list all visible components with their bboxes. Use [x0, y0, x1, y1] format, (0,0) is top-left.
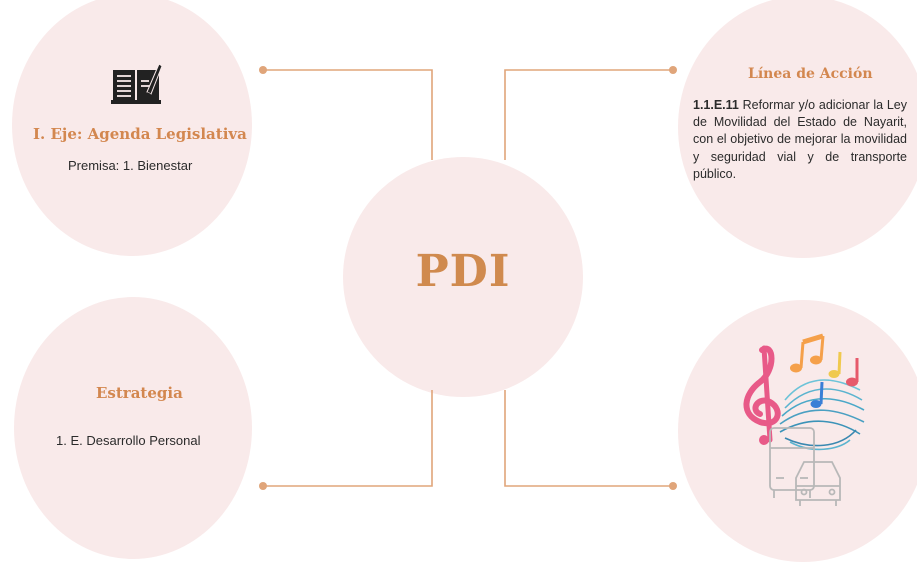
linea-accion-text: Reformar y/o adicionar la Ley de Movilid…	[693, 98, 907, 181]
connector-lines	[259, 66, 677, 490]
pdi-center-circle	[343, 157, 583, 397]
eje-circle	[12, 0, 252, 256]
eje-premise: Premisa: 1. Bienestar	[68, 158, 193, 173]
eje-title: I. Eje: Agenda Legislativa	[33, 125, 247, 143]
connector-dot	[259, 482, 267, 490]
linea-accion-code: 1.1.E.11	[693, 98, 739, 112]
connector-top-right	[504, 69, 673, 160]
linea-accion-circle	[678, 0, 917, 258]
connector-top-left	[263, 69, 433, 160]
music-notes-and-vehicles-icon	[743, 333, 865, 506]
illustration-circle	[678, 300, 917, 562]
linea-accion-paragraph: 1.1.E.11 Reformar y/o adicionar la Ley d…	[693, 97, 907, 183]
book-writing-icon	[111, 63, 163, 104]
estrategia-value: 1. E. Desarrollo Personal	[56, 433, 201, 448]
pdi-label: PDI	[415, 246, 511, 297]
connector-bottom-right	[504, 390, 673, 487]
linea-accion-title: Línea de Acción	[748, 66, 873, 82]
connector-dot	[669, 482, 677, 490]
estrategia-circle	[14, 297, 252, 559]
estrategia-title: Estrategia	[96, 384, 183, 402]
connector-bottom-left	[263, 390, 433, 487]
connector-dot	[669, 66, 677, 74]
connector-dot	[259, 66, 267, 74]
